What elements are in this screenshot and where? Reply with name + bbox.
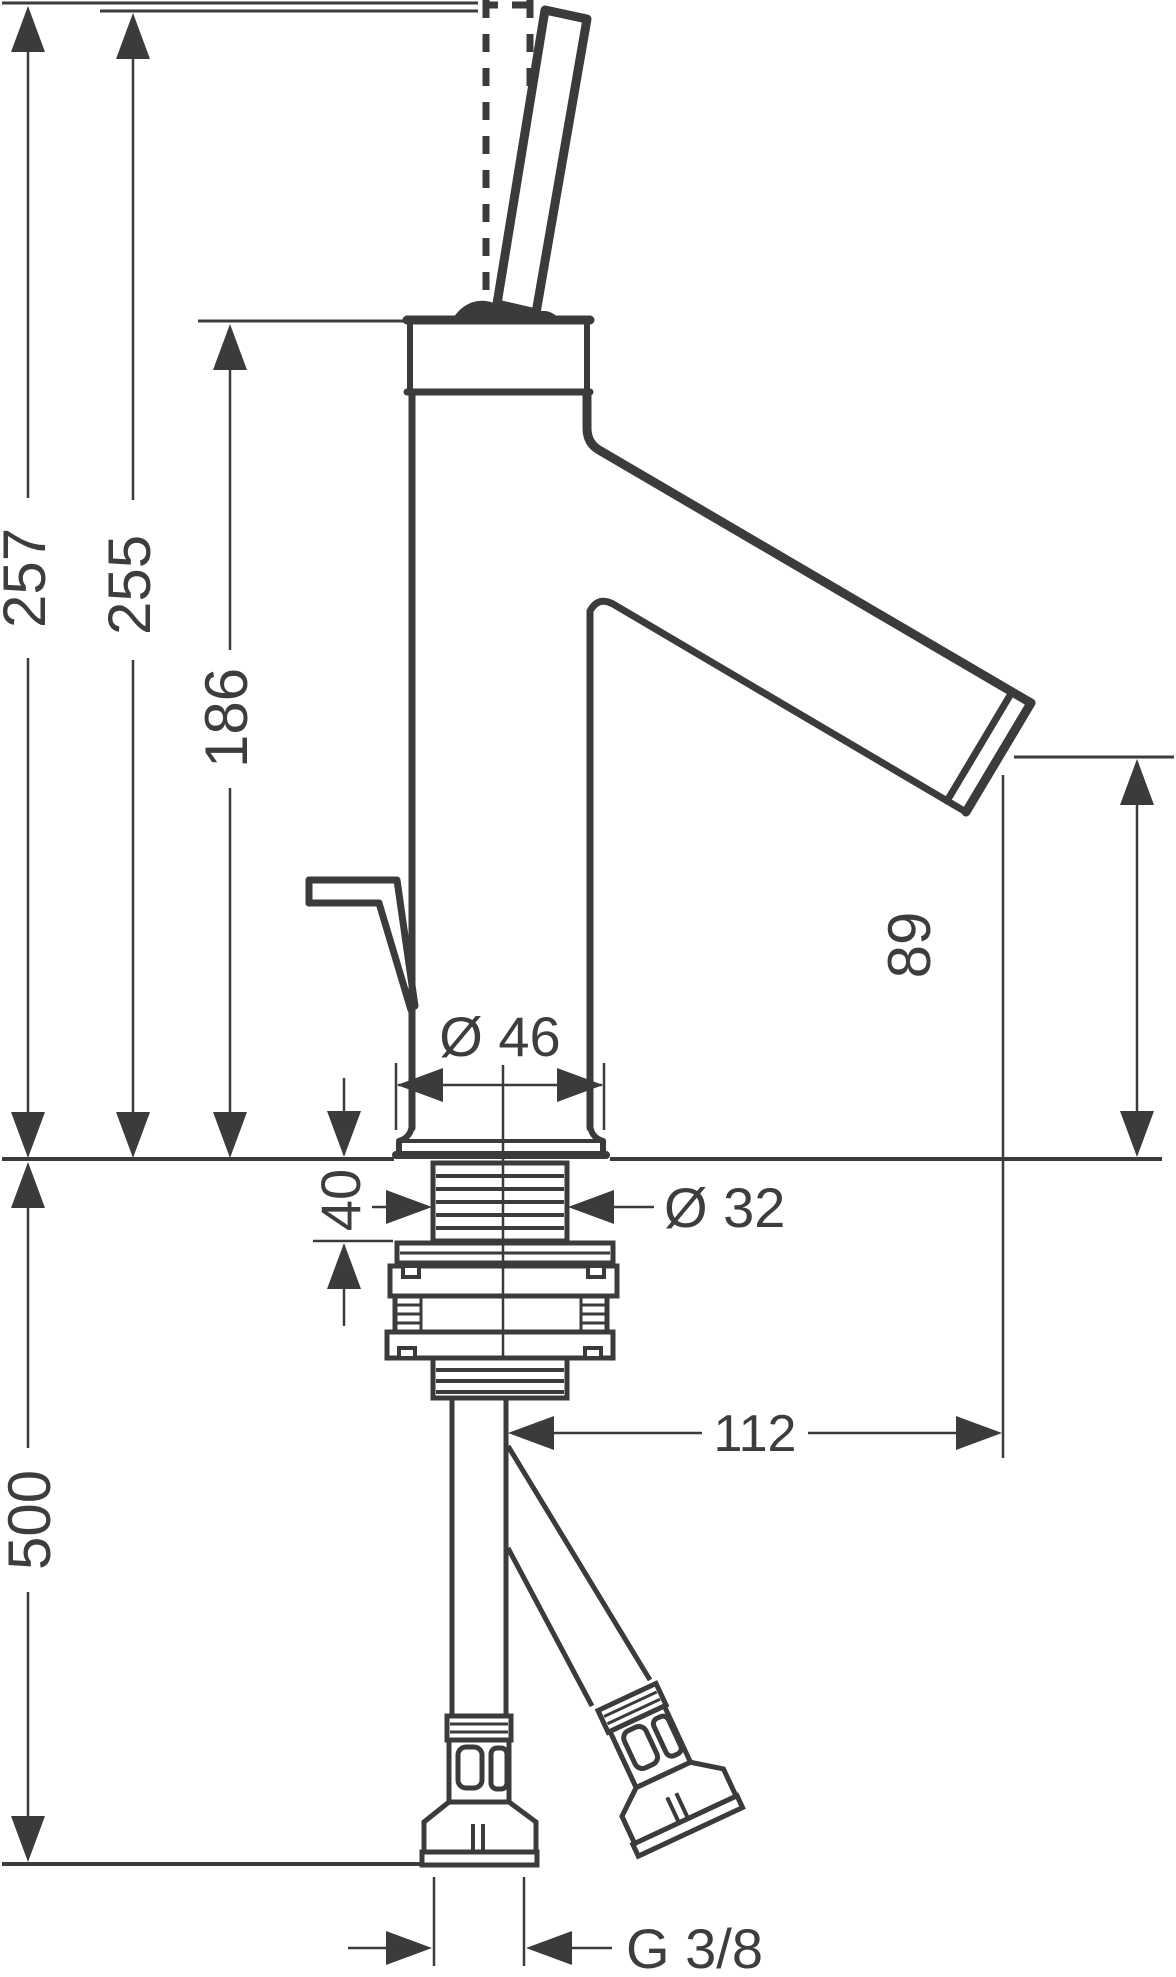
arrow-right <box>956 1416 1002 1450</box>
flex-hose-bottom-edge <box>505 1546 595 1708</box>
supply-lines <box>449 1398 653 1716</box>
dimension-base-diameter: Ø 46 <box>397 1005 603 1102</box>
arrow-down <box>11 1112 45 1158</box>
dimension-handle-height: 255 <box>96 13 163 1158</box>
dim-connection-thread-label: G 3/8 <box>626 1917 763 1977</box>
pipe-connector <box>422 1716 537 1865</box>
dim-hose-length-label: 500 <box>0 1470 63 1570</box>
dimension-connection-thread: G 3/8 <box>348 1917 763 1977</box>
body-cap <box>402 315 595 396</box>
dim-outlet-height-label: 89 <box>876 912 943 979</box>
flex-hose-top-edge <box>505 1444 653 1682</box>
spout-end-face <box>961 698 1036 817</box>
dim-shank-diameter-label: Ø 32 <box>664 1176 785 1239</box>
arrow-left <box>568 1190 614 1224</box>
dimension-spout-reach: 112 <box>508 1405 1002 1463</box>
arrow-up <box>11 1162 45 1208</box>
arrow-right <box>386 1190 432 1224</box>
base-escutcheon <box>392 1117 610 1159</box>
mounting-stack <box>384 1160 620 1401</box>
arrow-down <box>11 1816 45 1862</box>
dim-base-diameter-label: Ø 46 <box>439 1005 560 1068</box>
pop-up-rod-lever <box>305 876 419 1014</box>
arrow-up <box>1120 759 1154 805</box>
arrow-up <box>116 13 150 59</box>
dim-body-top-height-label: 186 <box>193 668 260 768</box>
arrow-up <box>327 1243 361 1289</box>
body-and-spout <box>408 387 1036 1132</box>
dimension-shank-diameter: Ø 32 <box>372 1176 785 1239</box>
nut-serrated-tier <box>392 1293 610 1335</box>
dim-handle-height-label: 255 <box>96 535 163 635</box>
arrow-down <box>327 1111 361 1157</box>
dim-overall-height-label: 257 <box>0 528 58 628</box>
arrow-down <box>213 1112 247 1158</box>
dimension-overall-height: 257 <box>0 6 58 1158</box>
arrow-right <box>386 1931 432 1965</box>
washer-plate <box>394 1240 616 1266</box>
hose-connector <box>575 1672 742 1856</box>
notched-flange <box>384 1329 616 1361</box>
arrow-left <box>526 1931 572 1965</box>
dimension-outlet-height: 89 <box>876 759 1154 1157</box>
arrow-right <box>557 1068 603 1102</box>
dimension-counter-thickness: 40 <box>309 1078 372 1326</box>
arrow-down <box>116 1112 150 1158</box>
handle-base-fillet <box>452 300 560 320</box>
spout-top-edge <box>582 387 1036 708</box>
aerator-band <box>943 688 1016 805</box>
arrow-down <box>1120 1111 1154 1157</box>
handle <box>492 5 592 318</box>
dimensions: 257 255 186 89 <box>0 6 1154 1977</box>
faucet <box>305 0 1036 1159</box>
arrow-up <box>213 324 247 370</box>
dimension-body-top-height: 186 <box>193 324 260 1158</box>
dim-spout-reach-label: 112 <box>714 1405 797 1463</box>
threaded-shank <box>430 1160 570 1244</box>
lower-threads <box>430 1355 570 1401</box>
dim-counter-thickness-label: 40 <box>309 1169 372 1231</box>
arrow-up <box>11 6 45 52</box>
spout-bottom-and-body-right <box>586 597 970 1132</box>
arrow-left <box>397 1068 443 1102</box>
dimension-hose-length: 500 <box>0 1162 63 1862</box>
arrow-left <box>508 1416 554 1450</box>
